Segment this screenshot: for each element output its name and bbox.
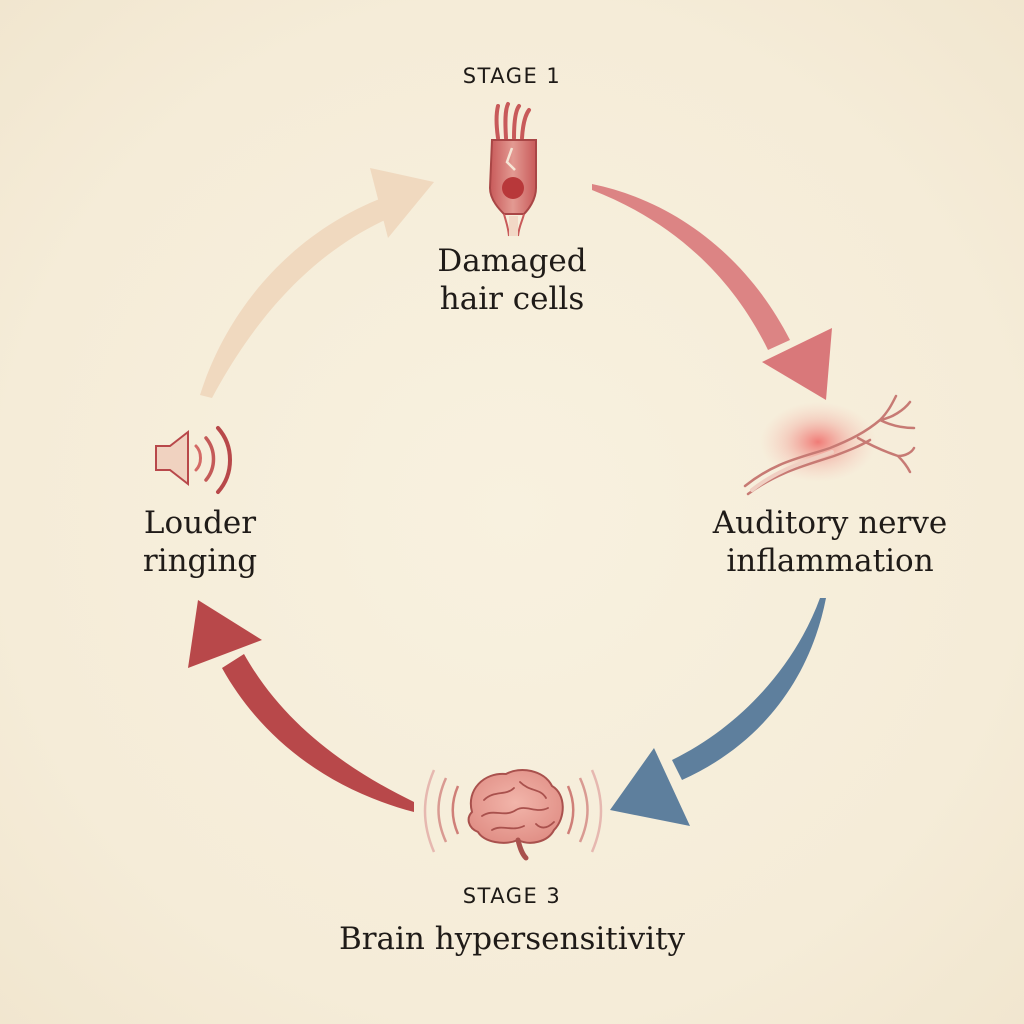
- node-label-line1: Damaged: [437, 243, 587, 279]
- node-label-line2: hair cells: [439, 281, 585, 317]
- node-label-line2: inflammation: [726, 543, 934, 579]
- node-label-line1: Brain hypersensitivity: [338, 921, 686, 957]
- node-label-line1: Louder: [143, 505, 257, 541]
- arrow-hair-cells-to-nerve: [592, 184, 832, 400]
- arrow-brain-to-ringing: [188, 600, 414, 812]
- nerve-icon: [743, 394, 916, 496]
- node-louder-ringing: Louder ringing: [108, 504, 292, 580]
- node-brain-hypersensitivity: Brain hypersensitivity: [292, 920, 732, 958]
- node-auditory-nerve-inflammation: Auditory nerve inflammation: [694, 504, 966, 580]
- stage-3-tag: STAGE 3: [462, 884, 562, 908]
- node-damaged-hair-cells: Damaged hair cells: [372, 242, 652, 318]
- arrow-nerve-to-brain: [610, 598, 826, 826]
- hair-cell-icon: [488, 102, 537, 237]
- brain-icon: [423, 769, 603, 861]
- arrow-ringing-to-hair-cells: [200, 168, 434, 398]
- stage-1-tag: STAGE 1: [462, 64, 562, 88]
- speaker-icon: [155, 426, 232, 494]
- node-label-line1: Auditory nerve: [712, 505, 948, 541]
- node-label-line2: ringing: [142, 543, 258, 579]
